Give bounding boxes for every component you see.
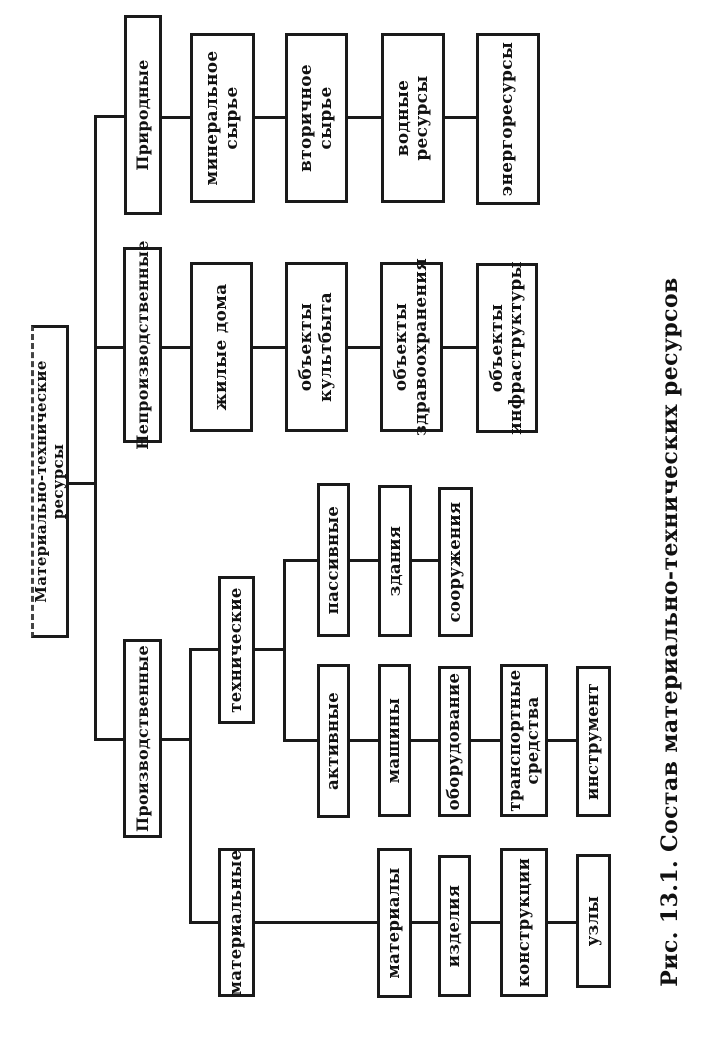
connector-line — [443, 116, 478, 119]
node-vodnye-resursy: водные ресурсы — [381, 33, 445, 203]
connector-line — [283, 560, 286, 742]
node-oborudovanie: оборудование — [438, 666, 471, 817]
connector-line — [348, 739, 380, 742]
connector-line — [94, 738, 125, 741]
node-proizvodstvennye: Производственные — [123, 639, 162, 838]
node-uzly: узлы — [576, 854, 611, 988]
connector-line — [160, 738, 191, 741]
node-prirodnye: Природные — [124, 15, 162, 215]
node-transportnye-sredstva: транспортные средства — [500, 664, 548, 817]
figure-caption: Рис. 13.1. Состав материально-технически… — [657, 277, 683, 987]
node-zhilye-doma: жилые дома — [190, 262, 253, 432]
connector-line — [253, 648, 285, 651]
node-energoresursy: энергоресурсы — [476, 33, 540, 205]
node-tekhnicheskie: технические — [218, 576, 255, 724]
node-obekty-kultbyta: объекты культбыта — [285, 262, 348, 432]
connector-line — [189, 921, 220, 924]
node-aktivnye: активные — [317, 664, 350, 818]
connector-line — [409, 739, 440, 742]
node-mashiny: машины — [378, 664, 411, 817]
node-mineralnoe-syrye: минеральное сырье — [190, 33, 255, 203]
node-root: Материально-технические ресурсы — [31, 325, 69, 638]
connector-line — [469, 921, 502, 924]
connector-line — [253, 116, 287, 119]
connector-line — [160, 116, 192, 119]
connector-line — [94, 115, 97, 740]
connector-line — [94, 346, 125, 349]
connector-line — [251, 346, 287, 349]
node-materialnye: материальные — [218, 848, 255, 997]
connector-line — [189, 649, 192, 924]
connector-line — [346, 346, 382, 349]
connector-line — [546, 921, 578, 924]
connector-line — [283, 739, 319, 742]
node-instrument: инструмент — [576, 666, 611, 817]
node-passivnye: пассивные — [317, 483, 350, 637]
node-materialy: материалы — [377, 848, 412, 998]
connector-line — [283, 559, 319, 562]
connector-line — [94, 115, 126, 118]
connector-line — [410, 559, 440, 562]
connector-line — [546, 739, 578, 742]
connector-line — [410, 921, 440, 924]
connector-line — [441, 346, 478, 349]
connector-line — [189, 648, 220, 651]
connector-line — [253, 921, 379, 924]
connector-line — [160, 346, 192, 349]
node-sooruzheniya: сооружения — [438, 487, 473, 637]
connector-line — [67, 482, 96, 485]
connector-line — [346, 116, 383, 119]
node-izdeliya: изделия — [438, 855, 471, 997]
connector-line — [348, 559, 380, 562]
node-obekty-zdravookhraneniya: объекты здравоохранения — [380, 258, 443, 436]
connector-line — [469, 739, 502, 742]
node-vtorichnoe-syrye: вторичное сырье — [285, 33, 348, 203]
node-obekty-infrastruktury: объекты инфраструктуры — [476, 261, 538, 435]
node-zdaniya: здания — [378, 485, 412, 637]
node-neproizvodstvennye: Непроизводственные — [123, 240, 162, 450]
node-konstruktsii: конструкции — [500, 848, 548, 997]
